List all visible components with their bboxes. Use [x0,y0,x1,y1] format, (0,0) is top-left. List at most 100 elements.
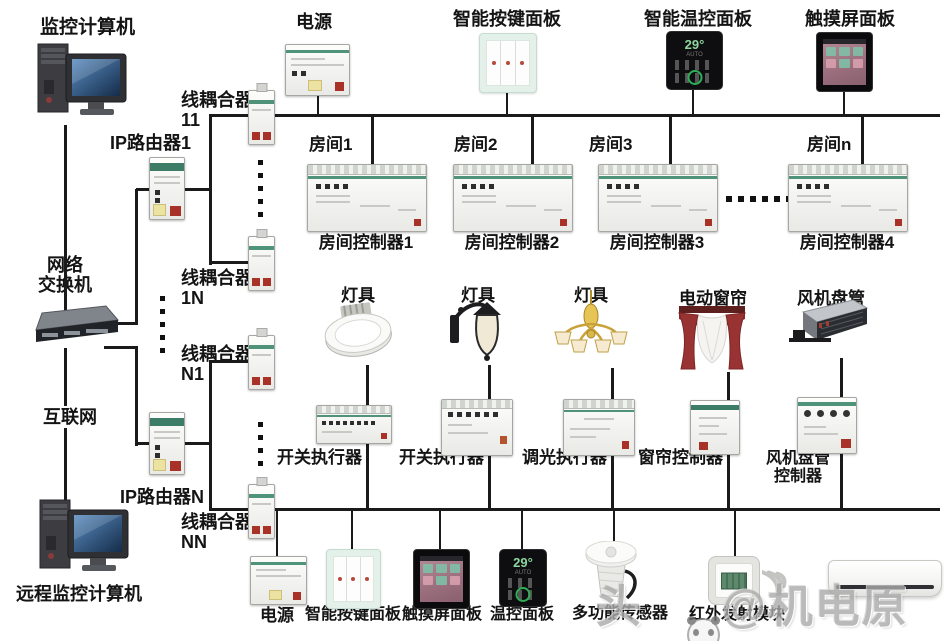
dots-couplers-n [258,422,263,466]
coupler-1n-device [248,229,275,291]
monitoring-pc-label: 监控计算机 [40,17,136,38]
stub-coupler-n1 [209,360,265,363]
ip-router-1-label: IP路由器1 [110,133,192,153]
keypad-button [514,41,529,85]
curtain-controller-device [690,400,740,455]
dots-couplers-1 [258,160,263,217]
fan-coil-icon [787,296,871,358]
room-controller-3-label: 房间控制器3 [609,233,705,252]
multi-sensor-icon [585,541,643,605]
watermark: 头条 @机电原理 [596,570,944,641]
chandelier-icon [553,290,629,370]
dimming-actuator-device [563,399,635,456]
line-pc-to-switch [64,125,67,312]
watermark-text-right: @机电原理 [721,581,909,632]
ir-transmitter-device [708,556,760,605]
keypad-top-device [479,33,537,93]
power-top-device [285,44,350,96]
room-controller-n-label: 房间控制器4 [799,233,895,252]
drop-power-bottom [276,510,278,556]
dots-rooms [726,196,792,202]
touchscreen-top-device [816,32,873,92]
curtain-icon [678,305,746,371]
panda-logo-icon [687,616,720,641]
keypad-bottom-label: 智能按键面板 [305,606,402,623]
coupler-nn-device [248,477,275,539]
keypad-bottom-device [326,549,381,609]
keypad-button [334,557,346,601]
room-2-label: 房间2 [454,135,498,154]
thermostat-mode: AUTO [514,570,532,576]
power-bottom-label: 电源 [260,606,294,625]
line-switch-elbow-top [104,322,138,325]
drop-room-n [861,117,864,165]
drop-thermostat-bottom [521,510,523,549]
power-top-label: 电源 [296,12,332,32]
switch-actuator-1-device [316,405,392,444]
thermostat-mode: AUTO [686,52,703,58]
drop-touchscreen-bottom [439,510,441,549]
room-controller-1-device [307,164,427,232]
keypad-top-label: 智能按键面板 [453,9,561,29]
touchscreen-bottom-label: 触摸屏面板 [401,606,482,623]
touchscreen-bottom-device [413,549,470,609]
drop-room-2 [531,117,534,165]
thermostat-top-label: 智能温控面板 [644,9,752,29]
watermark-text-left: 头条 [596,581,644,632]
wall-lamp-icon [447,295,509,365]
network-switch-icon [28,303,120,349]
remote-pc-label: 远程监控计算机 [16,584,142,604]
room-controller-2-label: 房间控制器2 [464,233,560,252]
light-1-label: 灯具 [341,286,375,305]
ir-waves-icon [762,560,806,596]
trunk-line-n [209,361,212,511]
touchscreen-top-label: 触摸屏面板 [805,9,895,29]
ip-router-1-device [149,157,185,220]
ip-router-n-label: IP路由器N [120,487,205,507]
drop-ir [734,510,736,556]
keypad-button [346,557,359,601]
downlight-icon [322,302,394,364]
thermostat-power-ring [515,587,531,602]
room-3-label: 房间3 [589,135,633,154]
drop-keypad-bottom [351,510,353,549]
thermostat-top-device: 29° AUTO [666,31,723,90]
fan-coil-controller-device [797,397,857,454]
stub-coupler-1n [209,261,265,264]
curtain-label: 电动窗帘 [679,289,747,308]
keypad-button [500,41,514,85]
keypad-button [359,557,373,601]
coupler-11-device [248,83,275,145]
room-n-label: 房间n [807,135,852,154]
drop-power-top [317,94,319,115]
room-controller-3-device [598,164,718,232]
knx-bus-bottom [209,508,940,511]
drop-room-1 [371,117,374,165]
room-controller-2-device [453,164,573,232]
multi-sensor-label: 多功能传感器 [572,605,669,622]
monitoring-pc-icon [36,42,132,124]
keypad-button [487,41,500,85]
thermostat-bottom-label: 温控面板 [489,606,554,623]
thermostat-temp: 29° [684,37,705,52]
thermostat-power-ring [687,70,702,85]
room-controller-1-label: 房间控制器1 [318,233,414,252]
air-conditioner-icon [828,560,942,597]
drop-touchscreen-top [843,89,845,115]
switch-actuator-1-label: 开关执行器 [277,448,362,467]
dots-routers [160,296,165,353]
ip-router-n-device [149,412,185,475]
drop-room-3 [669,117,672,165]
coupler-n1-device [248,328,275,390]
drop-keypad-top [506,91,508,115]
power-bottom-device [250,556,307,605]
drop-sensor [613,510,615,543]
light-2-label: 灯具 [461,286,495,305]
fan-coil-controller-label: 风机盘管控制器 [765,450,830,485]
room-controller-n-device [788,164,908,232]
line-riser-routerN [135,346,138,446]
knx-bus-top [209,114,940,117]
